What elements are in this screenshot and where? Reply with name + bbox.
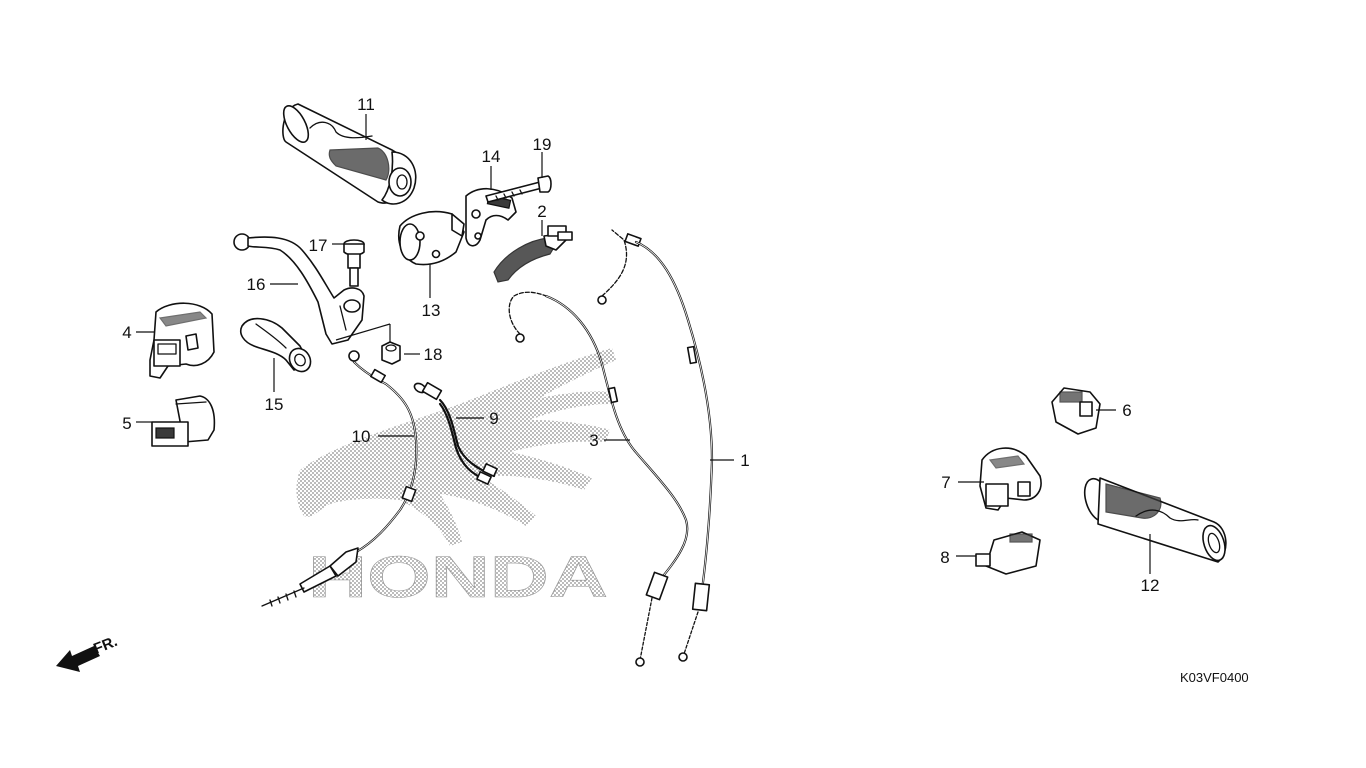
clutch-lever-icon bbox=[233, 233, 365, 345]
callout-19: 19 bbox=[533, 135, 552, 154]
screw-icon bbox=[485, 175, 552, 203]
lever-boot-icon bbox=[239, 317, 312, 373]
drawing-code: K03VF0400 bbox=[1180, 670, 1249, 685]
front-direction-marker: FR. bbox=[56, 633, 120, 672]
callout-9: 9 bbox=[489, 409, 498, 428]
throttle-cable-b-icon bbox=[508, 291, 689, 667]
leader-18c bbox=[335, 323, 391, 341]
callout-8: 8 bbox=[940, 548, 949, 567]
callout-5: 5 bbox=[122, 414, 131, 433]
callout-11: 11 bbox=[357, 95, 375, 114]
callout-14: 14 bbox=[482, 147, 501, 166]
callout-13: 13 bbox=[422, 301, 441, 320]
clutch-switch-icon bbox=[413, 381, 498, 485]
pivot-bolt-icon bbox=[343, 239, 365, 287]
front-label: FR. bbox=[91, 633, 120, 658]
throttle-cable-a-icon bbox=[597, 229, 714, 662]
left-grip-icon bbox=[1083, 477, 1227, 563]
throttle-grip-icon bbox=[282, 103, 417, 205]
callout-15: 15 bbox=[265, 395, 284, 414]
switch-unit-icon bbox=[151, 395, 216, 447]
stop-switch-icon bbox=[1051, 387, 1101, 435]
front-arrow-icon bbox=[56, 646, 100, 672]
right-handlebar-switch-housing-icon bbox=[979, 447, 1042, 511]
leader-lines bbox=[136, 114, 1151, 574]
callouts: 11 14 19 2 17 16 13 4 18 15 5 9 10 3 1 6… bbox=[122, 95, 1159, 595]
callout-7: 7 bbox=[941, 473, 950, 492]
throttle-housing-bracket-icon bbox=[493, 225, 573, 283]
callout-18: 18 bbox=[424, 345, 443, 364]
callout-1: 1 bbox=[740, 451, 749, 470]
callout-12: 12 bbox=[1141, 576, 1160, 595]
left-handlebar-switch-housing-icon bbox=[149, 302, 215, 379]
callout-6: 6 bbox=[1122, 401, 1131, 420]
callout-17: 17 bbox=[309, 236, 328, 255]
callout-10: 10 bbox=[352, 427, 371, 446]
callout-3: 3 bbox=[589, 431, 598, 450]
clutch-cable-icon bbox=[261, 350, 418, 607]
callout-16: 16 bbox=[247, 275, 266, 294]
honda-logo-text: HONDA bbox=[308, 545, 608, 610]
nut-icon bbox=[381, 341, 401, 365]
callout-2: 2 bbox=[537, 202, 546, 221]
callout-4: 4 bbox=[122, 323, 131, 342]
starter-switch-icon bbox=[975, 531, 1041, 575]
throttle-housing-upper-icon bbox=[398, 210, 465, 266]
